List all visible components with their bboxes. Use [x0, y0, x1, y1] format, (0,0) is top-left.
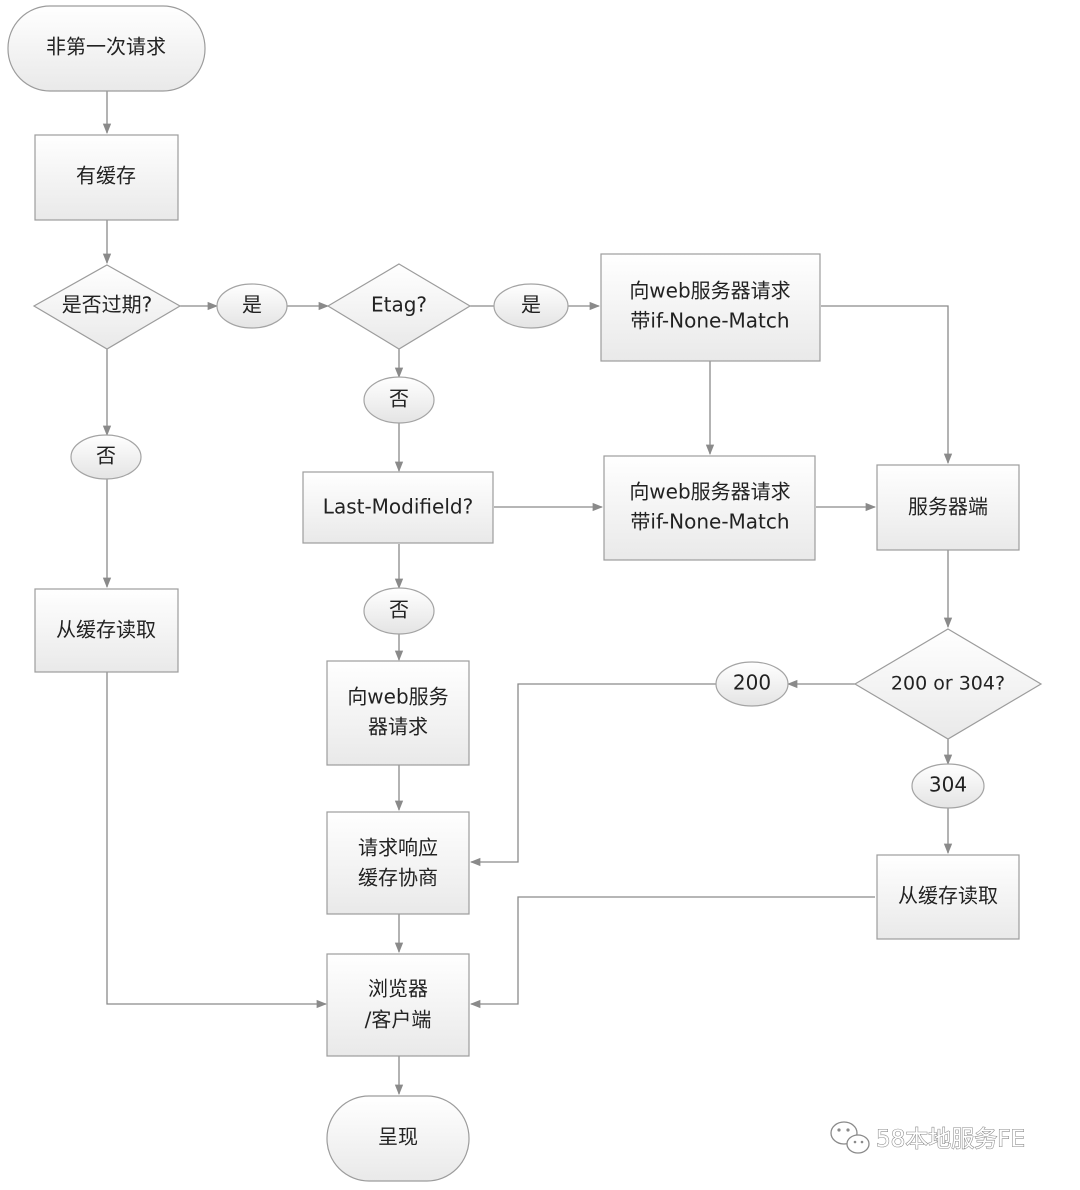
request-web-line2: 器请求 — [368, 715, 428, 739]
negotiation-line1: 请求响应 — [358, 836, 438, 860]
last-modified-label: Last-Modifield? — [323, 495, 473, 519]
browser-client-box: 浏览器 /客户端 — [326, 953, 470, 1057]
browser-line2: /客户端 — [365, 1008, 432, 1032]
server-label: 服务器端 — [908, 495, 988, 519]
edge-readcache-left-to-browser — [106, 672, 328, 1009]
edge-readcache-right-to-browser — [469, 896, 875, 1009]
request-box-1-line1: 向web服务器请求 — [629, 279, 790, 303]
wechat-icon — [830, 1121, 870, 1154]
yes-oval-expired: 是 — [216, 283, 288, 329]
request-if-none-match-box-1: 向web服务器请求 带if-None-Match — [600, 253, 821, 362]
expired-decision-label: 是否过期? — [62, 293, 153, 317]
etag-decision-label: Etag? — [371, 293, 427, 317]
present-terminal: 呈现 — [326, 1095, 470, 1182]
request-if-none-match-box-2: 向web服务器请求 带if-None-Match — [603, 455, 816, 561]
edge-200-to-negotiate — [469, 683, 716, 867]
has-cache-box: 有缓存 — [34, 134, 179, 221]
server-box: 服务器端 — [876, 464, 1020, 551]
start-label: 非第一次请求 — [46, 35, 166, 59]
no-oval-expired: 否 — [70, 434, 142, 480]
edge-request1-to-server — [821, 305, 953, 465]
status-decision-label: 200 or 304? — [891, 673, 1005, 695]
watermark: 58本地服务FE — [830, 1121, 1026, 1154]
nodes: 非第一次请求 有缓存 是否过期? 是 Etag? 是 — [7, 5, 1043, 1182]
request-box-2-line1: 向web服务器请求 — [629, 480, 790, 504]
code-304-oval: 304 — [911, 763, 985, 809]
request-box-1-line2: 带if-None-Match — [630, 309, 789, 333]
last-modified-box: Last-Modifield? — [302, 471, 494, 544]
read-cache-left-box: 从缓存读取 — [34, 588, 179, 673]
code-200-oval: 200 — [715, 661, 789, 707]
yes-label-expired: 是 — [242, 293, 262, 317]
watermark-text: 58本地服务FE — [876, 1127, 1025, 1153]
negotiation-line2: 缓存协商 — [358, 866, 438, 890]
status-decision: 200 or 304? — [853, 628, 1043, 740]
read-cache-right-label: 从缓存读取 — [898, 884, 998, 908]
no-label-expired: 否 — [96, 444, 116, 468]
no-label-etag: 否 — [389, 387, 409, 411]
edges — [102, 91, 953, 1096]
yes-label-etag: 是 — [521, 293, 541, 317]
no-oval-etag: 否 — [363, 376, 435, 424]
request-web-box: 向web服务 器请求 — [326, 660, 470, 766]
code-200-label: 200 — [733, 671, 771, 695]
cache-negotiation-box: 请求响应 缓存协商 — [326, 811, 470, 915]
read-cache-left-label: 从缓存读取 — [56, 618, 156, 642]
read-cache-right-box: 从缓存读取 — [876, 854, 1020, 940]
has-cache-label: 有缓存 — [76, 164, 136, 188]
no-label-lastmod: 否 — [389, 598, 409, 622]
request-box-2-line2: 带if-None-Match — [630, 510, 789, 534]
request-web-line1: 向web服务 — [347, 685, 448, 709]
yes-oval-etag: 是 — [493, 283, 569, 329]
expired-decision: 是否过期? — [32, 264, 182, 350]
etag-decision: Etag? — [326, 263, 472, 350]
code-304-label: 304 — [929, 773, 967, 797]
browser-line1: 浏览器 — [368, 977, 428, 1001]
present-label: 呈现 — [378, 1125, 418, 1149]
no-oval-lastmod: 否 — [363, 587, 435, 635]
start-terminal: 非第一次请求 — [7, 5, 206, 92]
